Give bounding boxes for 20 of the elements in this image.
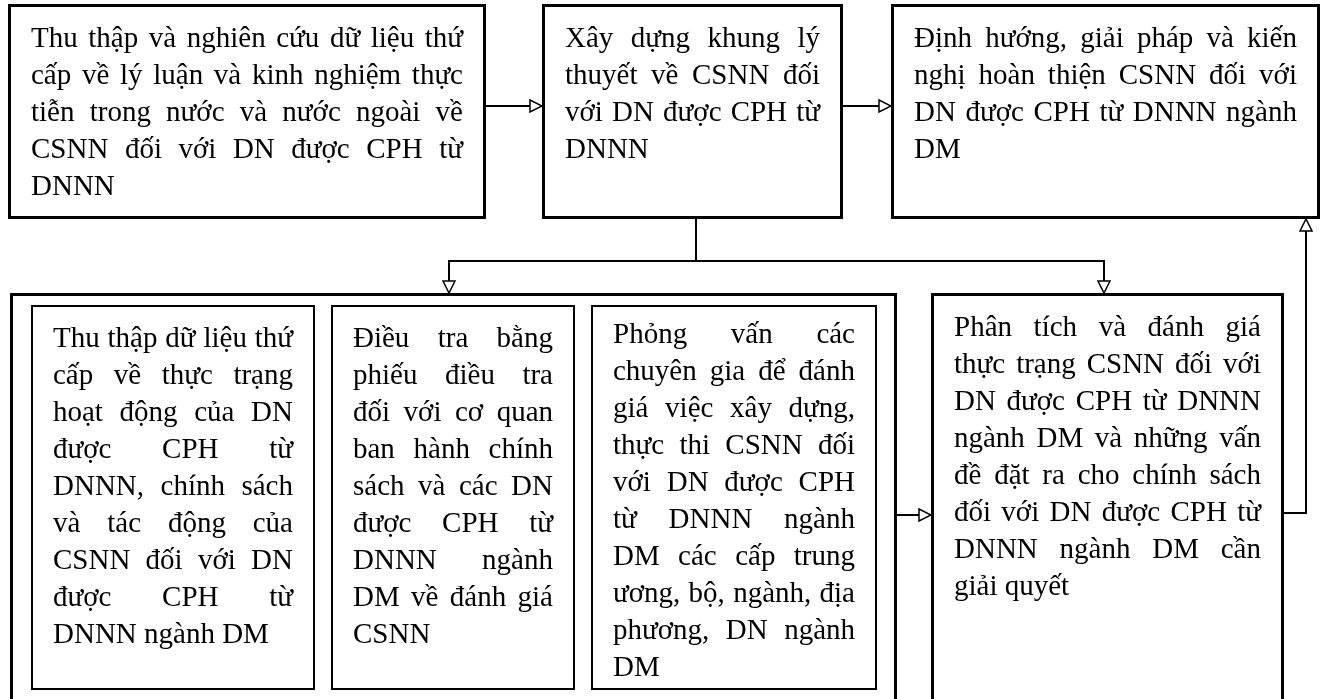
- process-box: [931, 293, 1284, 699]
- arrow: [896, 508, 932, 522]
- box-text: Phân tích và đánh giá thực trạng CSNN đối với DN được CPH từ DNNN ngành DM và những vấn đề đặt ra cho chính sách đối với DN được CPH từ DNNN ngành DM cần giải quyết: [954, 309, 1261, 603]
- process-box: [331, 305, 575, 690]
- process-box: [591, 305, 877, 690]
- arrow: [1283, 218, 1313, 514]
- process-box: [891, 4, 1320, 219]
- process-box: [8, 4, 486, 219]
- box-text: Phỏng vấn các chuyên gia để đánh giá việc xây dựng, thực thi CSNN đối với DN được CPH từ DNNN ngành DM các cấp trung ương, bộ, ngành, địa phương, DN ngành DM: [613, 316, 855, 684]
- process-box: [542, 4, 843, 219]
- process-box: [31, 305, 315, 690]
- arrow: [485, 99, 543, 113]
- box-text: Định hướng, giải pháp và kiến nghị hoàn thiện CSNN đối với DN được CPH từ DNNN ngành DM: [914, 20, 1297, 166]
- group-box: [10, 293, 897, 699]
- box-text: Thu thập và nghiên cứu dữ liệu thứ cấp về lý luận và kinh nghiệm thực tiễn trong nước và nước ngoài về CSNN đối với DN được CPH từ DNNN: [31, 20, 463, 203]
- box-text: Điều tra bằng phiếu điều tra đối với cơ quan ban hành chính sách và các DN được CPH từ DNNN ngành DM về đánh giá CSNN: [353, 320, 553, 651]
- box-text: Xây dựng khung lý thuyết về CSNN đối với DN được CPH từ DNNN: [565, 20, 820, 166]
- arrow: [695, 218, 1111, 294]
- box-text: Thu thập dữ liệu thứ cấp về thực trạng hoạt động của DN được CPH từ DNNN, chính sách và tác động của CSNN đối với DN được CPH từ DNNN ngành DM: [53, 320, 293, 651]
- arrow: [842, 99, 892, 113]
